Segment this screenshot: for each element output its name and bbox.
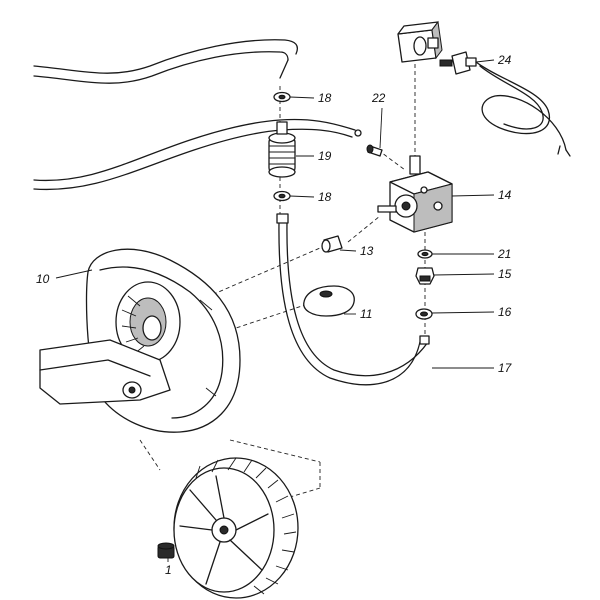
washer-upper <box>273 91 291 103</box>
filter <box>268 121 296 178</box>
callout-13: 13 <box>360 244 374 258</box>
o-ring <box>417 249 433 259</box>
spray-tube <box>33 118 362 191</box>
callout-24: 24 <box>497 53 512 67</box>
leader-lines <box>55 59 495 562</box>
washer-lower <box>273 190 291 202</box>
callout-18-lower: 18 <box>318 190 332 204</box>
hose-clamp <box>415 308 433 320</box>
callout-16: 16 <box>498 305 512 319</box>
pump-hose <box>276 213 430 386</box>
callout-18-upper: 18 <box>318 91 332 105</box>
power-connector <box>439 51 477 75</box>
nozzle-fitting <box>366 144 383 157</box>
cover-plate <box>303 285 355 317</box>
callout-22: 22 <box>371 91 386 105</box>
callout-15: 15 <box>498 267 512 281</box>
power-cable <box>475 61 571 157</box>
check-valve <box>415 267 435 285</box>
wheel <box>173 457 299 599</box>
top-hose <box>33 39 299 84</box>
callout-1: 1 <box>165 563 172 577</box>
pump-body <box>377 155 453 233</box>
callout-11: 11 <box>360 307 372 321</box>
wheel-bolt <box>157 542 175 559</box>
callout-21: 21 <box>497 247 511 261</box>
solenoid-coil <box>397 20 443 63</box>
callout-17: 17 <box>498 361 513 375</box>
callout-14: 14 <box>498 188 512 202</box>
callout-19: 19 <box>318 149 332 163</box>
drive-pin <box>321 235 343 253</box>
blower-housing <box>39 248 241 433</box>
callouts: 18 22 24 19 18 14 13 21 15 10 11 16 17 1 <box>36 53 513 577</box>
callout-10: 10 <box>36 272 50 286</box>
